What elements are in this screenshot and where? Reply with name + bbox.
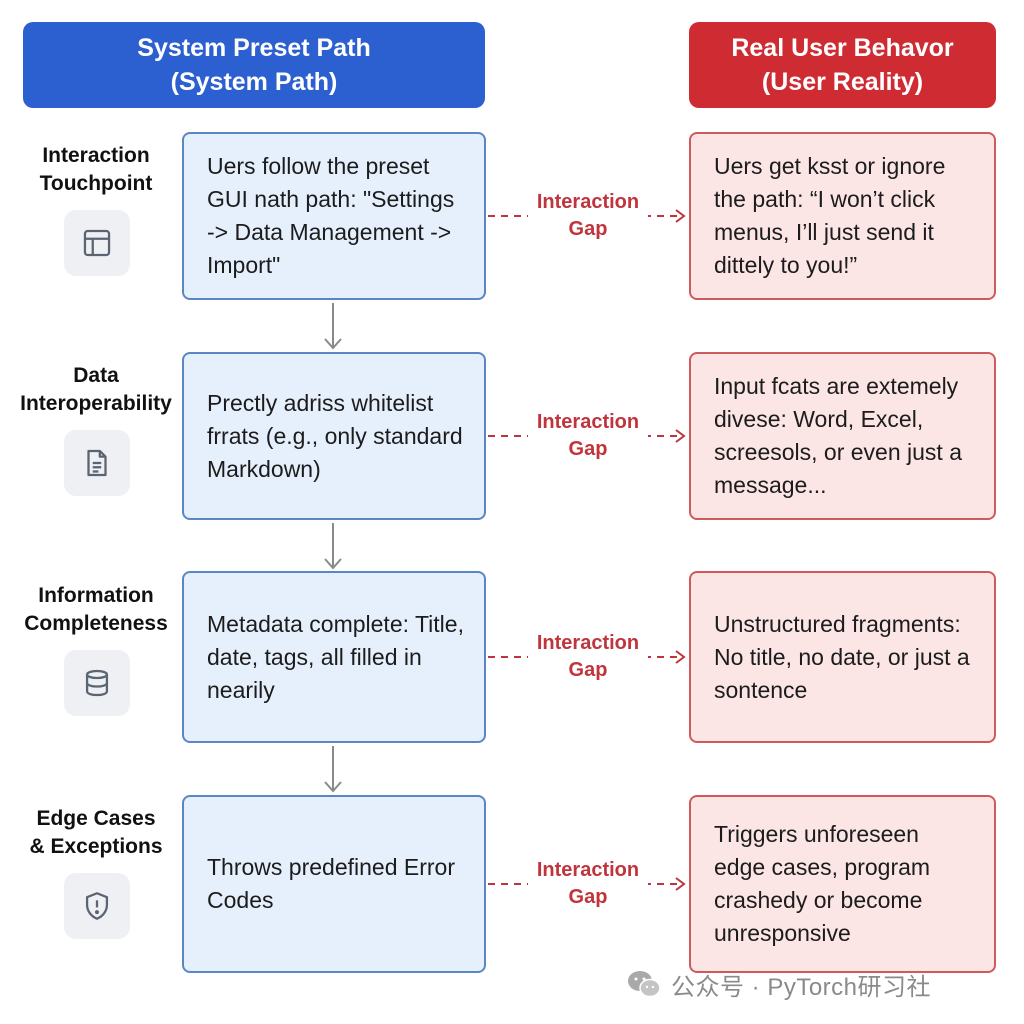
row-label-line: Completeness bbox=[24, 612, 168, 635]
gap-label-line: Gap bbox=[568, 886, 608, 908]
system-path-header: System Preset Path (System Path) bbox=[23, 22, 485, 108]
row-label-line: & Exceptions bbox=[29, 835, 163, 858]
user-box-text: Triggers unforeseen edge cases, program … bbox=[714, 821, 931, 946]
interaction-gap-connector: Interaction Gap bbox=[486, 406, 689, 466]
system-box-edge-cases: Throws predefined Error Codes bbox=[182, 795, 486, 973]
interaction-gap-label: Interaction Gap bbox=[528, 409, 648, 463]
user-box-text: Uers get ksst or ignore the path: “I won… bbox=[714, 153, 946, 278]
user-box-data-interoperability: Input fcats are extemely divese: Word, E… bbox=[689, 352, 996, 520]
row-label-line: Interoperability bbox=[20, 392, 172, 415]
row-label-line: Data bbox=[73, 364, 119, 387]
system-box-text: Metadata complete: Title, date, tags, al… bbox=[207, 610, 464, 703]
gap-label-line: Gap bbox=[568, 218, 608, 240]
interaction-gap-label: Interaction Gap bbox=[528, 857, 648, 911]
row-label-line: Information bbox=[38, 584, 154, 607]
gap-label-line: Interaction bbox=[536, 859, 640, 881]
down-arrow bbox=[324, 523, 342, 570]
interaction-gap-connector: Interaction Gap bbox=[486, 186, 689, 246]
user-reality-header-title: Real User Behavor bbox=[731, 34, 954, 62]
system-box-text: Prectly adriss whitelist frrats (e.g., o… bbox=[207, 389, 463, 482]
gap-label-line: Interaction bbox=[536, 632, 640, 654]
watermark-text: 公众号 · PyTorch研习社 bbox=[671, 973, 932, 1001]
shield-alert-icon bbox=[64, 873, 130, 939]
system-box-text: Uers follow the preset GUI nath path: "S… bbox=[207, 153, 455, 278]
user-reality-header-subtitle: (User Reality) bbox=[761, 68, 924, 96]
down-arrow bbox=[324, 303, 342, 350]
gap-label-line: Gap bbox=[568, 438, 608, 460]
database-icon bbox=[64, 650, 130, 716]
interaction-gap-label: Interaction Gap bbox=[528, 630, 648, 684]
interaction-gap-connector: Interaction Gap bbox=[486, 627, 689, 687]
user-box-interaction-touchpoint: Uers get ksst or ignore the path: “I won… bbox=[689, 132, 996, 300]
down-arrow bbox=[324, 746, 342, 793]
user-reality-header: Real User Behavor (User Reality) bbox=[689, 22, 996, 108]
gap-label-line: Gap bbox=[568, 659, 608, 681]
user-box-information-completeness: Unstructured fragments: No title, no dat… bbox=[689, 571, 996, 743]
system-path-header-title: System Preset Path bbox=[137, 34, 371, 62]
system-box-data-interoperability: Prectly adriss whitelist frrats (e.g., o… bbox=[182, 352, 486, 520]
document-icon bbox=[64, 430, 130, 496]
watermark: 公众号 · PyTorch研习社 bbox=[625, 965, 931, 1003]
system-box-text: Throws predefined Error Codes bbox=[207, 854, 455, 913]
row-label-line: Interaction bbox=[42, 144, 150, 167]
gap-label-line: Interaction bbox=[536, 191, 640, 213]
interaction-gap-label: Interaction Gap bbox=[528, 189, 648, 243]
row-label-information-completeness: Information Completeness bbox=[10, 582, 182, 638]
user-box-text: Input fcats are extemely divese: Word, E… bbox=[714, 373, 963, 498]
gap-label-line: Interaction bbox=[536, 411, 640, 433]
system-box-interaction-touchpoint: Uers follow the preset GUI nath path: "S… bbox=[182, 132, 486, 300]
user-box-edge-cases: Triggers unforeseen edge cases, program … bbox=[689, 795, 996, 973]
row-label-interaction-touchpoint: Interaction Touchpoint bbox=[10, 142, 182, 198]
row-label-edge-cases: Edge Cases & Exceptions bbox=[10, 805, 182, 861]
row-label-line: Touchpoint bbox=[39, 172, 153, 195]
interaction-gap-connector: Interaction Gap bbox=[486, 854, 689, 914]
row-label-data-interoperability: Data Interoperability bbox=[10, 362, 182, 418]
user-box-text: Unstructured fragments: No title, no dat… bbox=[714, 610, 970, 703]
system-path-header-subtitle: (System Path) bbox=[170, 68, 338, 96]
row-label-line: Edge Cases bbox=[36, 807, 156, 830]
wechat-icon bbox=[628, 971, 661, 998]
layout-icon bbox=[64, 210, 130, 276]
system-box-information-completeness: Metadata complete: Title, date, tags, al… bbox=[182, 571, 486, 743]
